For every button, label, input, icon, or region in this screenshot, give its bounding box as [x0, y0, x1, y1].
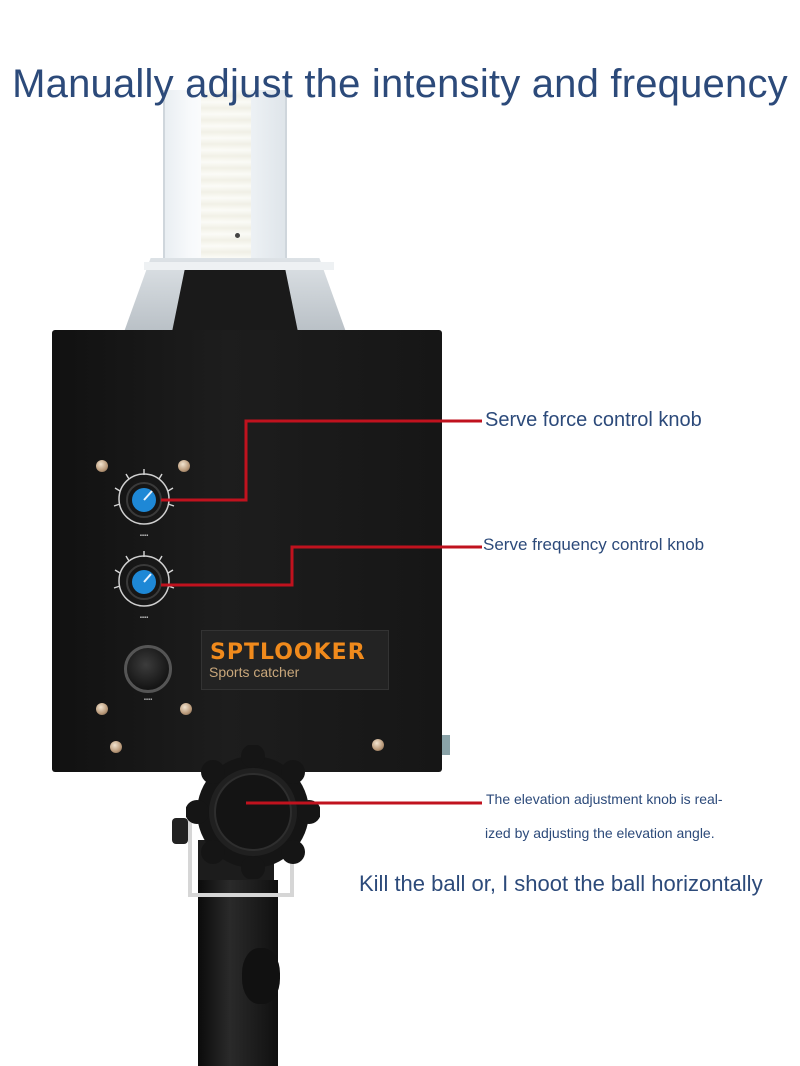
frequency-knob-label: ▪▪▪▪ [139, 615, 149, 621]
shuttlecock-stack [201, 90, 251, 266]
screw [180, 703, 192, 715]
hopper-rim [144, 262, 334, 270]
screw [96, 703, 108, 715]
brand-tagline: Sports catcher [209, 664, 300, 680]
headline: Manually adjust the intensity and freque… [12, 62, 788, 106]
elevation-callout-line1: The elevation adjustment knob is real- [486, 791, 723, 807]
elevation-knob[interactable] [186, 745, 320, 879]
serve-force-knob[interactable] [111, 466, 177, 532]
brand-logo: SPTLOOKER [210, 640, 366, 665]
kill-ball-caption: Kill the ball or, I shoot the ball horiz… [359, 871, 763, 896]
shuttlecock-tube [163, 90, 287, 266]
pole-lock-knob[interactable] [242, 948, 280, 1004]
screw [372, 739, 384, 751]
serve-frequency-callout: Serve frequency control knob [483, 535, 705, 554]
screw [110, 741, 122, 753]
side-lock-knob[interactable] [172, 818, 188, 844]
serve-frequency-knob[interactable] [111, 548, 177, 614]
screw [96, 460, 108, 472]
power-button-label: ▪▪▪▪ [143, 697, 153, 703]
hopper-opening [172, 270, 298, 332]
brand-panel: SPTLOOKER Sports catcher [201, 630, 389, 690]
screw [178, 460, 190, 472]
tube-rivet [235, 233, 240, 238]
serve-force-callout: Serve force control knob [485, 409, 702, 431]
force-knob-label: ▪▪▪▪ [139, 533, 149, 539]
power-button[interactable] [124, 645, 172, 693]
elevation-callout-line2: ized by adjusting the elevation angle. [485, 825, 715, 841]
